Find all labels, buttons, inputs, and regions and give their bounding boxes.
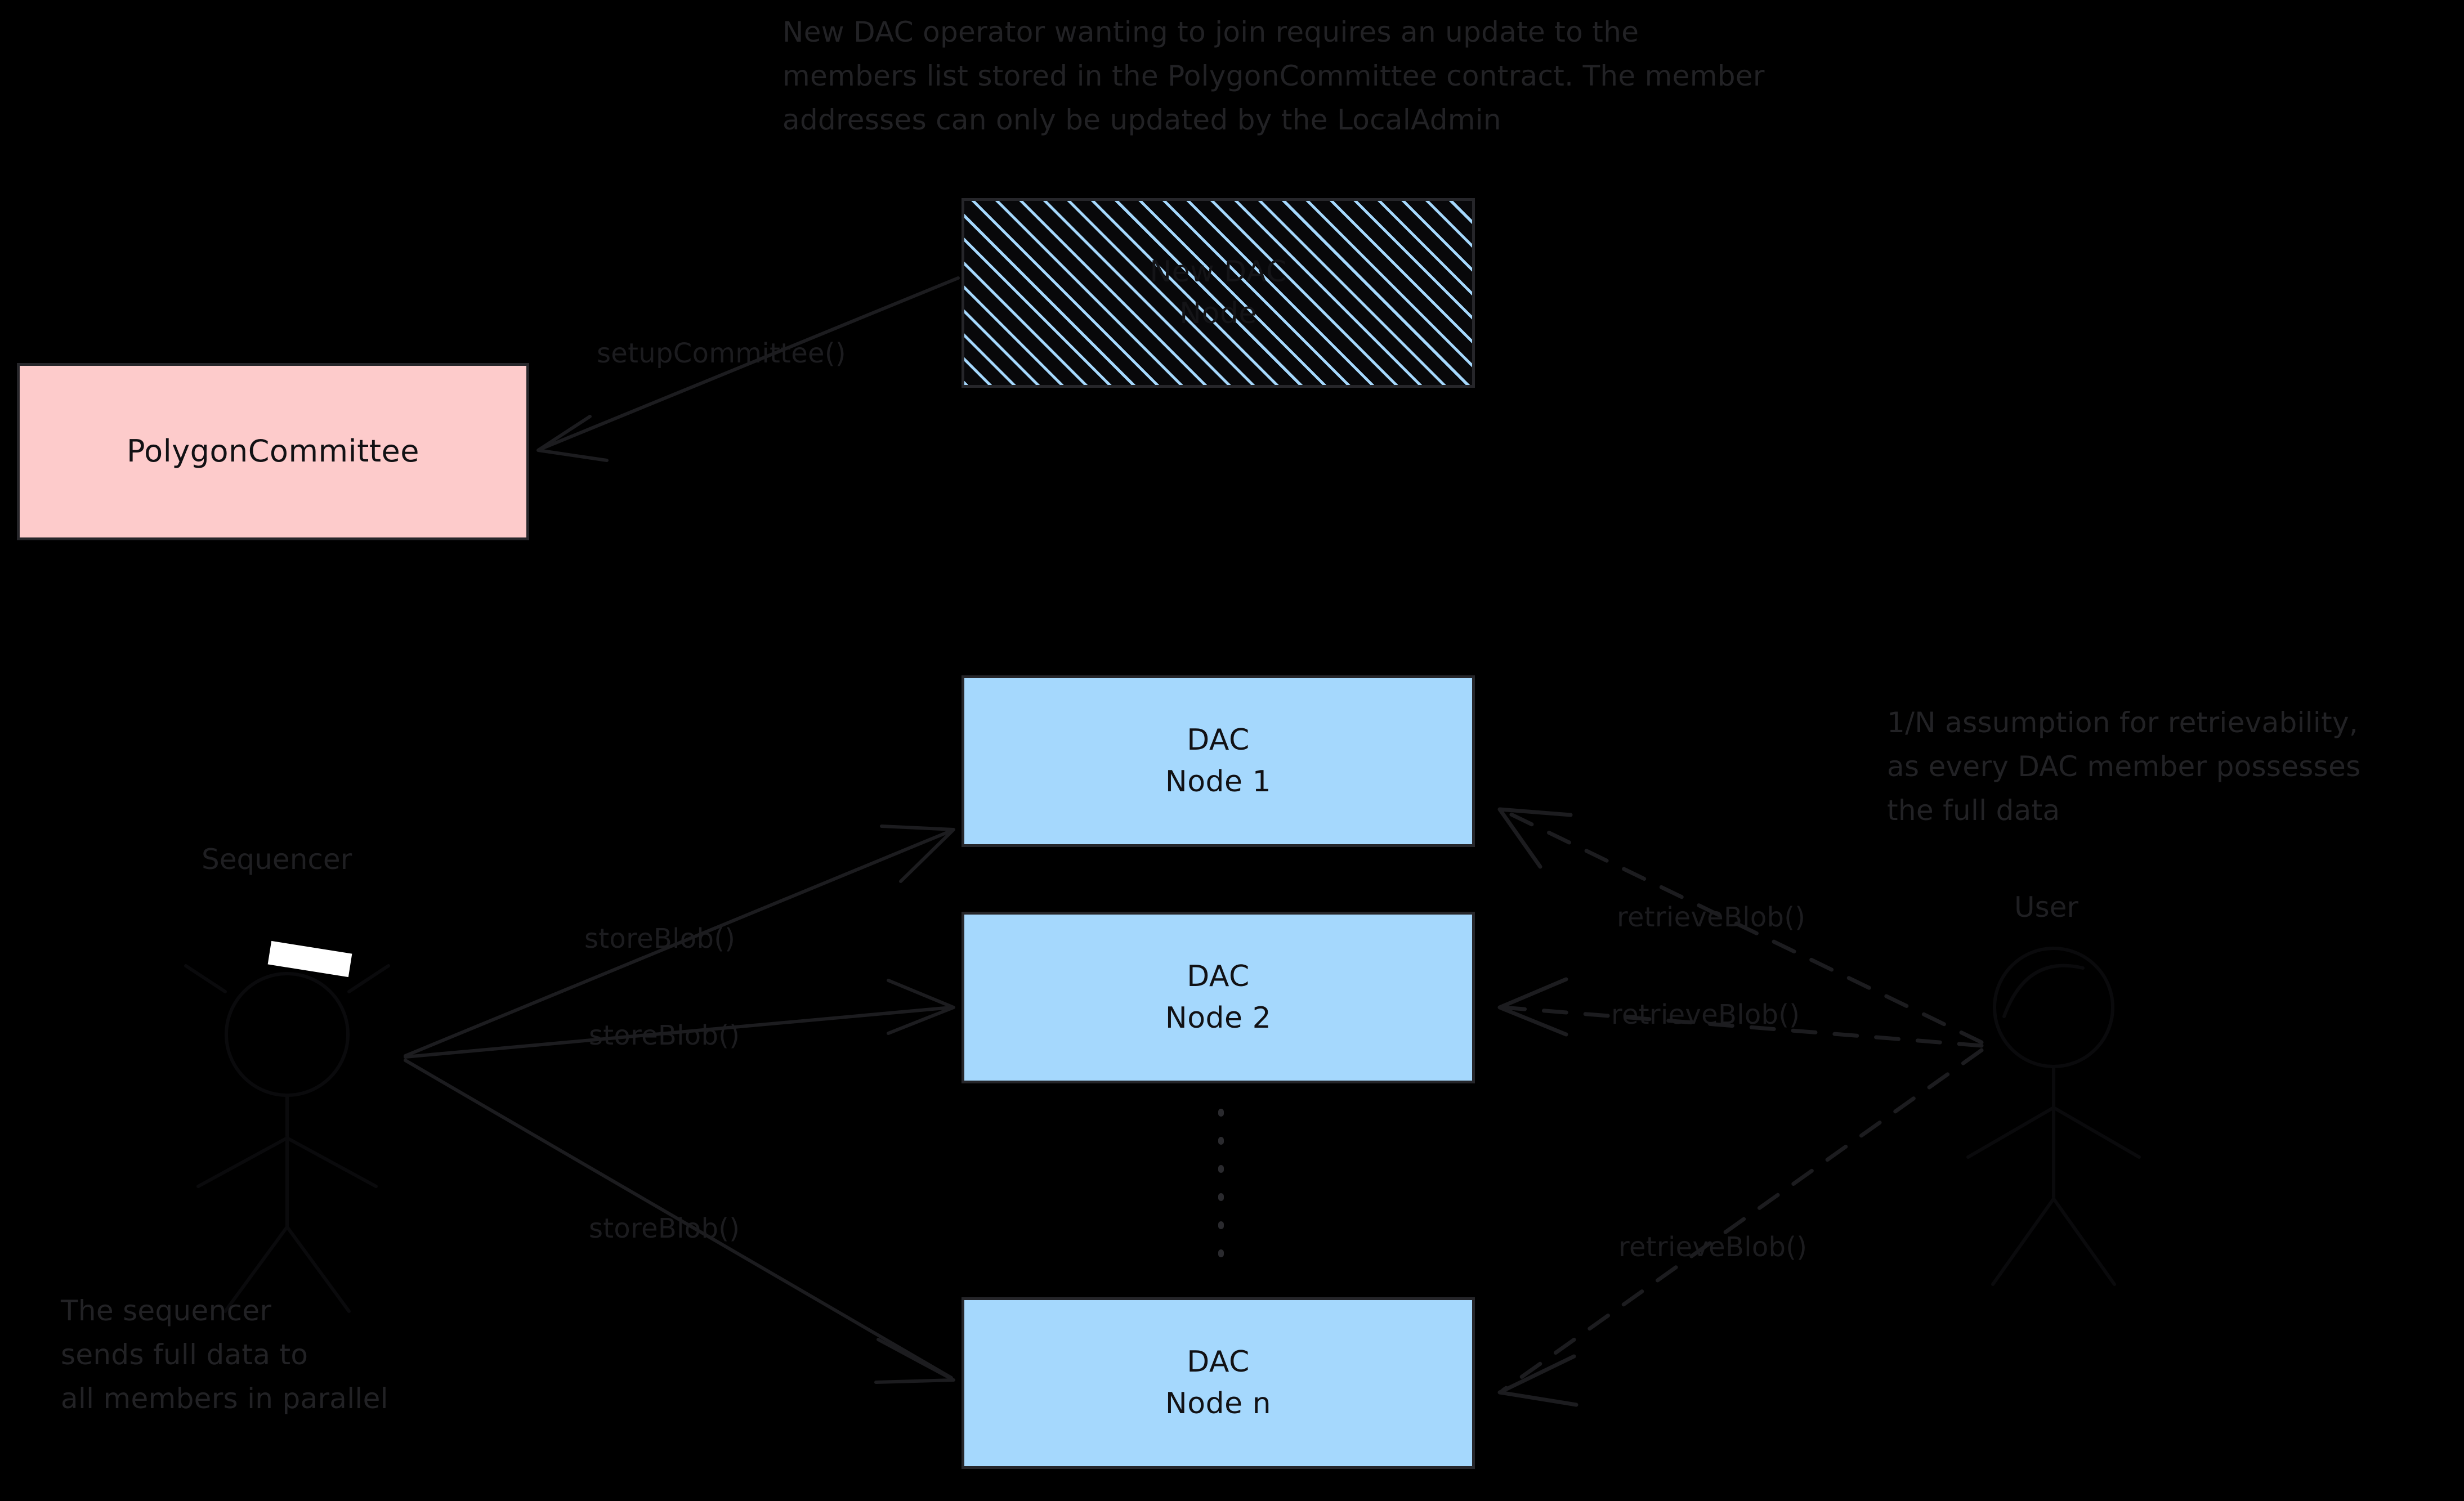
node-dac-node-2-line1: DAC [1187, 959, 1250, 993]
node-polygon-committee[interactable]: PolygonCommittee [17, 363, 529, 540]
edge-store-blob-2 [404, 979, 955, 1059]
node-dac-node-1[interactable]: DAC Node 1 [962, 675, 1475, 847]
node-dac-node-1-line2: Node 1 [1165, 764, 1272, 799]
edge-label-retrieve-blob-3: retrieveBlob() [1618, 1231, 1808, 1263]
node-new-dac-node-line2: Node [1179, 296, 1257, 330]
node-dac-node-n-line1: DAC [1187, 1345, 1250, 1379]
node-dac-node-n-line2: Node n [1165, 1386, 1272, 1421]
node-new-dac-node-line1: New DAC [1150, 254, 1287, 289]
edge-retrieve-blob-3 [1497, 1048, 1984, 1407]
node-polygon-committee-label: PolygonCommittee [127, 433, 419, 469]
node-new-dac-node[interactable]: New DAC Node [962, 198, 1475, 388]
edge-store-blob-3 [404, 1059, 955, 1384]
sequencer-label: Sequencer [202, 843, 352, 876]
annotation-note-top: New DAC operator wanting to join require… [782, 16, 1765, 136]
edge-label-store-blob-1: storeBlob() [584, 923, 736, 955]
annotation-note-bottom-left: The sequencer sends full data to all mem… [61, 1294, 388, 1415]
edge-retrieve-blob-2 [1497, 977, 1984, 1048]
sequencer-figure [184, 964, 390, 1313]
edge-label-setup-committee: setupCommittee() [597, 338, 846, 369]
edge-label-retrieve-blob-2: retrieveBlob() [1611, 999, 1800, 1030]
node-dac-node-2-line2: Node 2 [1165, 1001, 1272, 1035]
user-figure [1966, 947, 2141, 1286]
node-dac-node-n[interactable]: DAC Node n [962, 1297, 1475, 1469]
edge-label-store-blob-2: storeBlob() [589, 1020, 740, 1051]
edge-store-blob-1 [404, 825, 955, 1058]
node-dac-node-1-line1: DAC [1187, 723, 1250, 757]
node-dac-node-2[interactable]: DAC Node 2 [962, 912, 1475, 1083]
edge-label-retrieve-blob-1: retrieveBlob() [1617, 902, 1806, 933]
edge-label-store-blob-3: storeBlob() [589, 1213, 740, 1244]
annotation-note-right: 1/N assumption for retrievability, as ev… [1887, 706, 2361, 827]
edge-setup-committee [536, 276, 960, 462]
user-label: User [2014, 891, 2078, 924]
edge-retrieve-blob-1 [1497, 807, 1984, 1045]
